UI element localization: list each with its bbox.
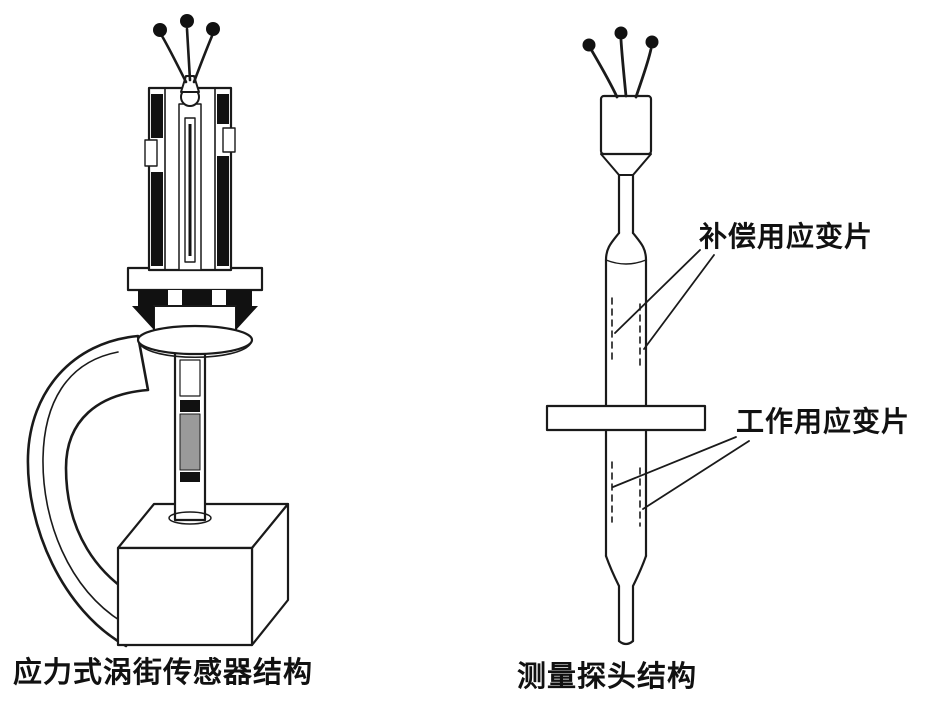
wire-ball-left [153, 23, 167, 37]
wire-ball-middle [180, 14, 194, 28]
c-frame-contour [42, 351, 123, 623]
housing-section-fill-4 [217, 156, 229, 266]
probe-ball-right [645, 35, 659, 49]
probe-ball-left [582, 38, 596, 52]
connector-taper [600, 153, 652, 176]
lead-wire-right [192, 34, 214, 84]
leader-line-working-1 [612, 436, 737, 488]
sensor-disc [136, 324, 254, 356]
probe-shoulder-seam [605, 259, 647, 265]
housing-slot-right [222, 127, 236, 153]
leader-line-compensation-2 [643, 254, 715, 350]
lead-wire-left [160, 34, 188, 84]
housing-section-fill-3 [217, 94, 229, 124]
lead-wire-middle [185, 27, 192, 82]
label-working-gauge: 工作用应变片 [736, 406, 911, 437]
flange-band-slot-1 [168, 290, 182, 306]
probe-tip-end [617, 639, 635, 646]
probe-wire-right [634, 47, 653, 99]
probe-ball-middle [614, 26, 628, 40]
flange-wedge-right [236, 306, 258, 330]
base-block-front-face [116, 546, 254, 647]
probe-shoulder-left [604, 231, 621, 262]
sensor-flange [126, 266, 264, 292]
probe-rod-segment-mid [179, 413, 201, 471]
rod-entry-hole [168, 511, 212, 525]
crossbar-plate [545, 404, 707, 432]
probe-tip-right [631, 554, 648, 643]
probe-tip-left [604, 554, 621, 643]
probe-wire-middle [619, 38, 628, 98]
probe-drawing [545, 26, 750, 646]
probe-shoulder-right [631, 231, 648, 262]
sensor-disc-thickness [138, 342, 252, 359]
housing-section-fill-1 [151, 94, 163, 138]
housing-section-fill-2 [151, 172, 163, 266]
label-compensation-gauge: 补偿用应变片 [699, 221, 874, 252]
caption-left-figure: 应力式涡街传感器结构 [13, 657, 314, 689]
inner-rod-core [188, 124, 192, 256]
probe-rod-segment-upper [179, 359, 201, 397]
flange-wedge-left [132, 306, 154, 330]
vortex-sensor-drawing [26, 14, 290, 648]
probe-wire-left [590, 49, 619, 99]
leader-line-working-2 [642, 440, 750, 510]
probe-rod-band-1 [180, 400, 200, 412]
wire-ball-right [206, 22, 220, 36]
flange-dark-band [138, 290, 252, 306]
housing-slot-left [144, 139, 158, 167]
flange-band-slot-2 [212, 290, 226, 306]
connector-block [599, 94, 653, 156]
caption-right-figure: 测量探头结构 [517, 661, 698, 693]
leader-line-compensation-1 [614, 249, 701, 334]
probe-rod-band-2 [180, 472, 200, 482]
